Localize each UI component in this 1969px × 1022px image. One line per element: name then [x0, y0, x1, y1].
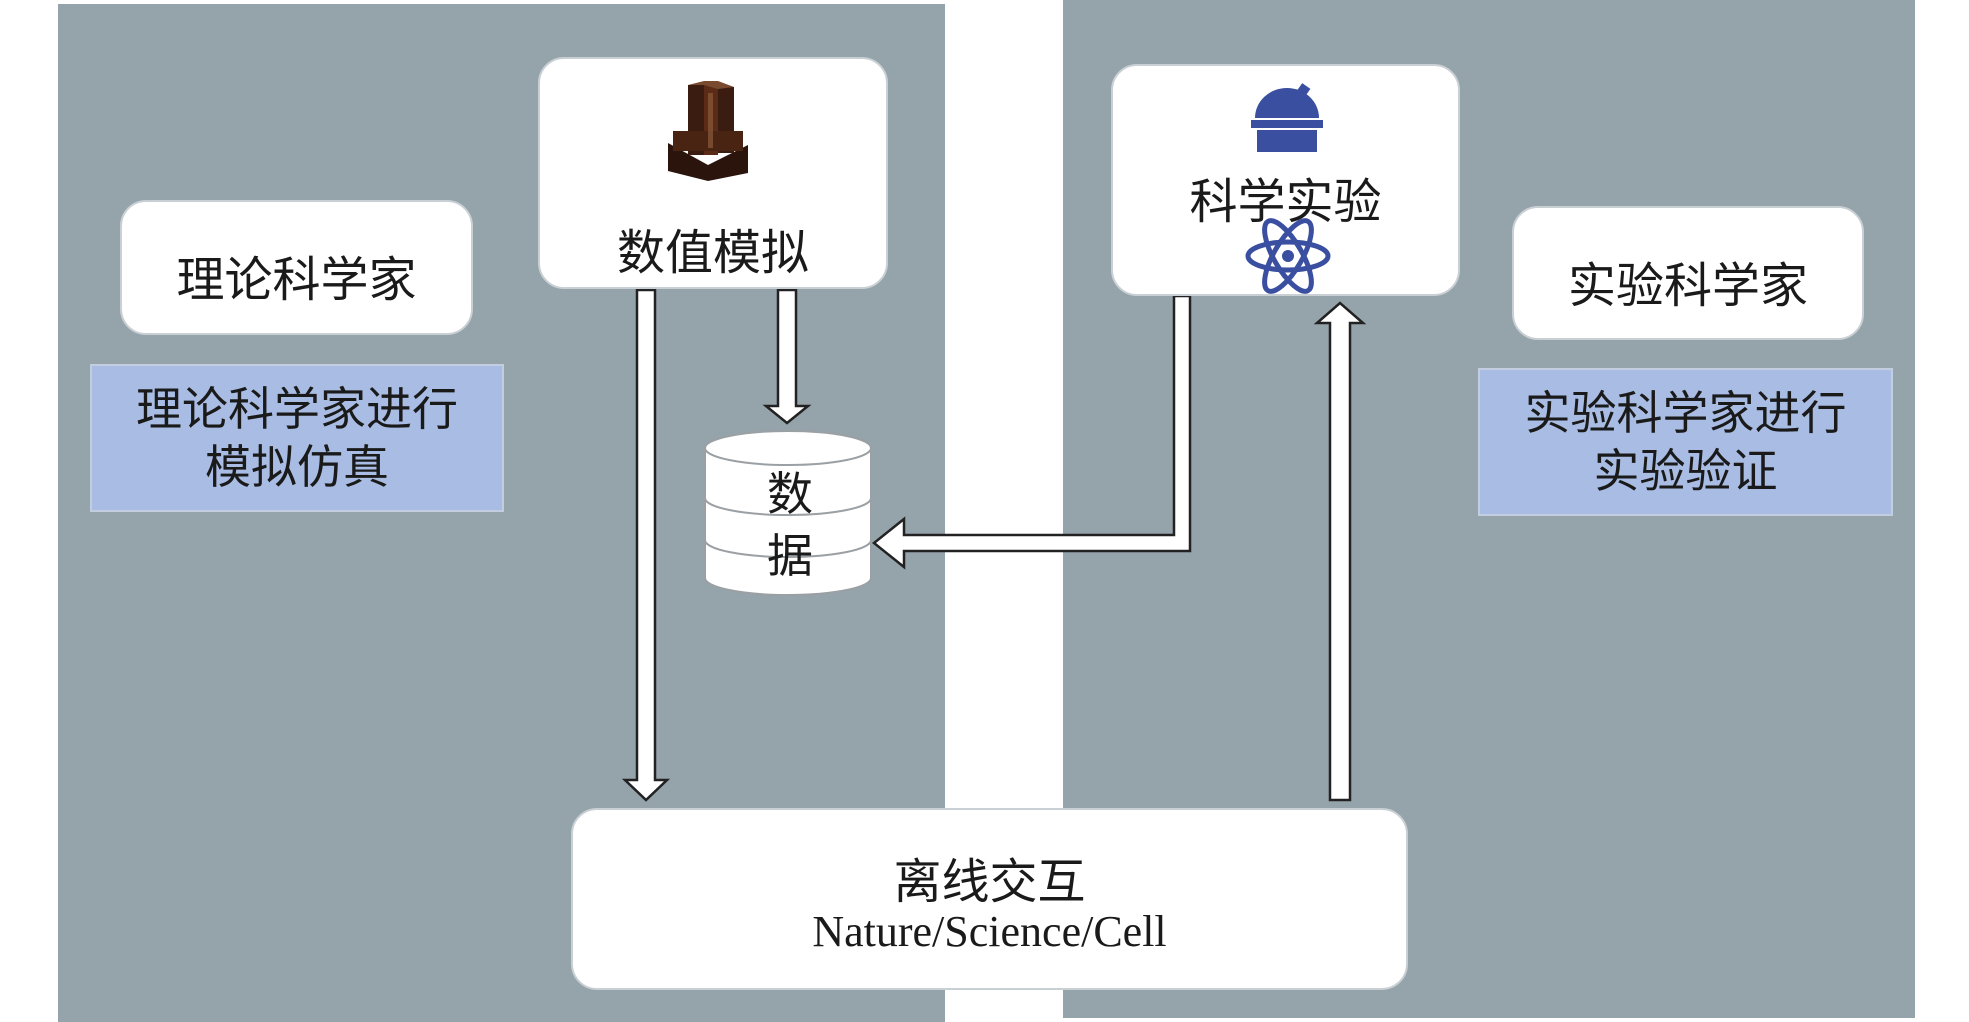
simulation-box: 数值模拟 — [538, 57, 888, 289]
theorist-note-line2: 模拟仿真 — [205, 440, 389, 494]
experiment-label: 科学实验 — [1189, 174, 1382, 230]
supercomputer-icon — [668, 81, 748, 181]
experiment-box: 科学实验 — [1111, 64, 1460, 296]
experimentalist-note-line1: 实验科学家进行 — [1524, 386, 1847, 440]
experimentalist-note-line2: 实验验证 — [1593, 444, 1778, 498]
offline-subtitle: Nature/Science/Cell — [812, 907, 1167, 956]
database-icon — [704, 430, 872, 596]
database-label-2: 据 — [767, 529, 813, 583]
arrow-experiment-to-database — [871, 294, 1192, 570]
simulation-label: 数值模拟 — [616, 225, 809, 281]
theorist-note: 理论科学家进行 模拟仿真 — [90, 364, 504, 512]
theorist-title: 理论科学家 — [176, 252, 417, 308]
theorist-note-line1: 理论科学家进行 — [136, 382, 458, 436]
experimentalist-title: 实验科学家 — [1567, 258, 1808, 314]
observatory-icon — [1251, 83, 1323, 152]
experimentalist-note: 实验科学家进行 实验验证 — [1478, 368, 1893, 516]
offline-interaction-box: 离线交互 Nature/Science/Cell — [571, 808, 1408, 990]
arrow-simulation-to-database — [762, 288, 812, 425]
atom-icon — [1245, 218, 1331, 294]
arrow-simulation-to-offline — [621, 288, 671, 802]
arrow-offline-to-experiment — [1313, 301, 1367, 802]
experimentalist-box: 实验科学家 — [1512, 206, 1864, 340]
database-label-1: 数 — [767, 467, 813, 521]
offline-title: 离线交互 — [893, 854, 1086, 910]
theorist-box: 理论科学家 — [120, 200, 473, 335]
